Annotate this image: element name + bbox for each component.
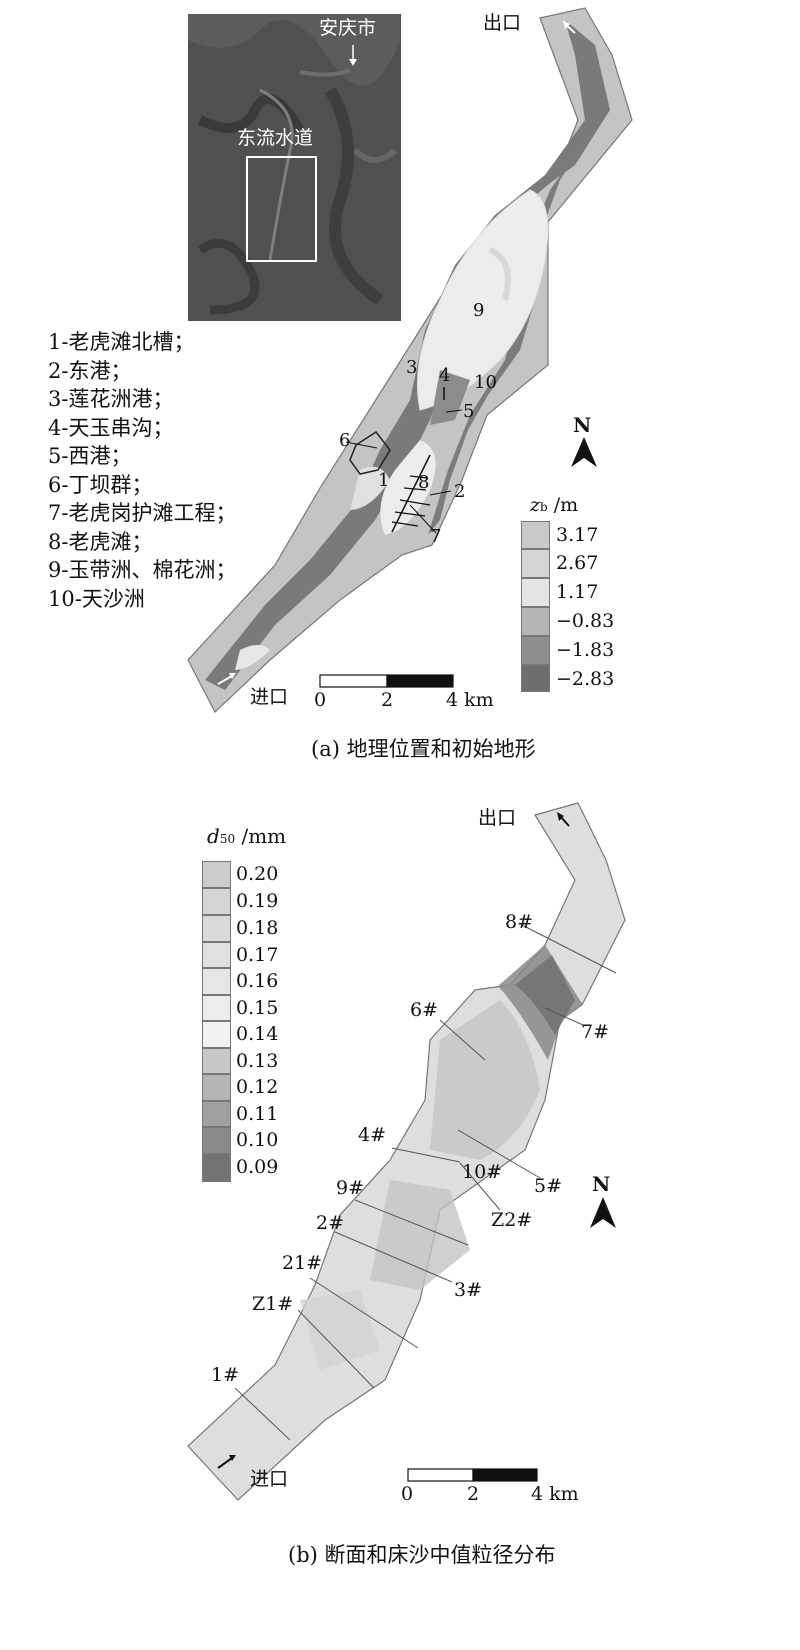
scale-tick: 4 km	[531, 1483, 579, 1505]
legend-item: 8-老虎滩；	[48, 529, 153, 554]
legend-swatch	[521, 607, 550, 636]
legend-level: 0.12	[236, 1076, 279, 1098]
legend-swatch	[202, 1154, 231, 1182]
section-label: 21#	[282, 1252, 323, 1274]
legend-swatch	[521, 665, 550, 692]
section-label: Z1#	[252, 1293, 294, 1315]
legend-level: 0.19	[236, 890, 279, 912]
map-number: 7	[430, 526, 442, 547]
legend-swatch	[202, 861, 231, 888]
legend-level: 0.18	[236, 917, 279, 939]
legend-level: −2.83	[556, 668, 615, 690]
legend-swatch	[202, 995, 231, 1021]
section-label: 6#	[410, 999, 439, 1021]
legend-swatch	[521, 549, 550, 578]
map-number: 5	[463, 401, 475, 422]
scale-tick: 0	[401, 1483, 414, 1505]
legend-swatch	[521, 521, 550, 549]
map-number: 8	[418, 472, 430, 493]
legend-level: 0.17	[236, 944, 279, 966]
satellite-inset	[188, 14, 401, 321]
map-number: 10	[474, 372, 497, 393]
river-reach-b	[187, 802, 626, 1501]
legend-item: 4-天玉串沟；	[48, 415, 174, 440]
legend-level: 0.16	[236, 970, 279, 992]
legend-swatch	[202, 915, 231, 942]
section-label: 9#	[336, 1177, 365, 1199]
north-label-b: N	[592, 1172, 611, 1196]
section-label: 7#	[581, 1021, 610, 1043]
map-number: 6	[339, 430, 351, 451]
legend-swatch	[521, 636, 550, 665]
legend-level: 0.10	[236, 1129, 279, 1151]
legend-item: 3-莲花洲港；	[48, 387, 174, 411]
legend-swatch	[202, 1101, 231, 1127]
map-number: 2	[454, 481, 466, 502]
legend-item: 9-玉带洲、棉花洲；	[48, 558, 237, 582]
scale-tick: 2	[467, 1483, 480, 1505]
d50-legend-title: d50 /mm	[207, 824, 287, 848]
inset-city-label: 安庆市	[319, 17, 377, 39]
map-number: 9	[473, 300, 485, 321]
section-label: 2#	[316, 1212, 345, 1234]
section-label: Z2#	[491, 1209, 533, 1231]
legend-swatch	[202, 888, 231, 915]
legend-level: −0.83	[556, 610, 615, 632]
scale-tick: 2	[381, 689, 394, 711]
section-label: 3#	[454, 1279, 483, 1301]
outlet-label-b: 出口	[478, 807, 517, 829]
legend-level: 0.20	[236, 863, 279, 885]
inlet-label-b: 进口	[250, 1468, 289, 1490]
scale-tick: 4 km	[446, 689, 494, 711]
legend-level: 0.11	[236, 1103, 279, 1125]
section-label: 10#	[462, 1161, 503, 1183]
legend-level: 3.17	[556, 524, 599, 546]
legend-item: 7-老虎岗护滩工程；	[48, 501, 237, 525]
scale-tick: 0	[314, 689, 327, 711]
caption-b: (b) 断面和床沙中值粒径分布	[288, 1543, 556, 1567]
map-number: 1	[378, 470, 390, 491]
caption-a: (a) 地理位置和初始地形	[311, 737, 536, 761]
scale-bar-a	[319, 674, 454, 688]
north-arrow-a	[571, 437, 597, 467]
legend-item: 6-丁坝群；	[48, 472, 153, 497]
section-label: 1#	[211, 1364, 240, 1386]
north-label-a: N	[573, 413, 592, 437]
legend-swatch	[521, 578, 550, 607]
legend-swatch	[202, 1021, 231, 1048]
feature-legend-list: 1-老虎滩北槽； 2-东港； 3-莲花洲港； 4-天玉串沟； 5-西港； 6-丁…	[48, 328, 236, 613]
map-number: 3	[406, 357, 418, 378]
legend-swatch	[202, 1074, 231, 1101]
legend-swatch	[202, 1127, 231, 1154]
elevation-legend-title: zb /m	[530, 494, 579, 516]
legend-level: 2.67	[556, 552, 599, 574]
legend-item: 5-西港；	[48, 444, 132, 468]
map-number: 4	[439, 365, 451, 386]
legend-item: 10-天沙洲	[48, 586, 145, 611]
legend-level: 0.13	[236, 1050, 279, 1072]
section-label: 4#	[358, 1124, 387, 1146]
legend-level: −1.83	[556, 639, 615, 661]
legend-level: 0.15	[236, 997, 279, 1019]
section-label: 8#	[505, 911, 534, 933]
legend-level: 0.09	[236, 1156, 279, 1178]
legend-level: 0.14	[236, 1023, 279, 1045]
legend-swatch	[202, 968, 231, 995]
legend-level: 1.17	[556, 581, 599, 603]
legend-item: 2-东港；	[48, 358, 132, 383]
legend-swatch	[202, 1048, 231, 1074]
inset-channel-label: 东流水道	[237, 127, 314, 149]
legend-item: 1-老虎滩北槽；	[48, 330, 195, 354]
north-arrow-b	[590, 1197, 616, 1228]
section-label: 5#	[534, 1175, 563, 1197]
inlet-label-a: 进口	[250, 686, 289, 708]
river-reach-a	[187, 7, 633, 713]
legend-swatch	[202, 942, 231, 968]
scale-bar-b	[407, 1468, 538, 1482]
outlet-label-a: 出口	[483, 12, 522, 34]
